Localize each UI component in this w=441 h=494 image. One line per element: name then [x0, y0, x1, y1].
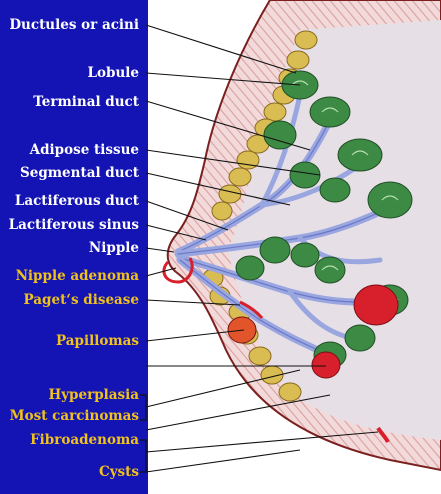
brackets: [140, 394, 147, 473]
nipple-adenoma-lesion: [162, 257, 194, 284]
label-cysts: Cysts: [98, 464, 139, 480]
label-ductules-or-acini: Ductules or acini: [9, 17, 139, 33]
label-segmental-duct: Segmental duct: [20, 165, 139, 181]
label-lobule: Lobule: [87, 65, 139, 81]
label-nipple-adenoma: Nipple adenoma: [15, 268, 139, 284]
label-lactiferous-sinus: Lactiferous sinus: [8, 217, 139, 233]
label-lactiferous-duct: Lactiferous duct: [14, 193, 139, 209]
label-terminal-duct: Terminal duct: [33, 94, 139, 110]
leader-lines: [145, 24, 379, 473]
label-nipple: Nipple: [88, 240, 139, 256]
label-fibroadenoma: Fibroadenoma: [30, 432, 139, 448]
glandular-lobules: [235, 70, 413, 369]
label-adipose-tissue: Adipose tissue: [29, 142, 139, 158]
label-most-carcinomas: Most carcinomas: [9, 408, 139, 424]
label-panel-background: [0, 0, 140, 494]
hyperplasia-lesion: [311, 351, 341, 379]
carcinoma-lesion: [353, 284, 399, 326]
label-papillomas: Papillomas: [56, 333, 139, 349]
lesions: [162, 257, 399, 443]
label-pagets-disease: Paget‘s disease: [23, 292, 140, 308]
panel-edge: [140, 0, 148, 494]
label-hyperplasia: Hyperplasia: [48, 387, 139, 403]
pagets-lesion: [239, 300, 264, 319]
cyst-lesion: [376, 426, 390, 443]
